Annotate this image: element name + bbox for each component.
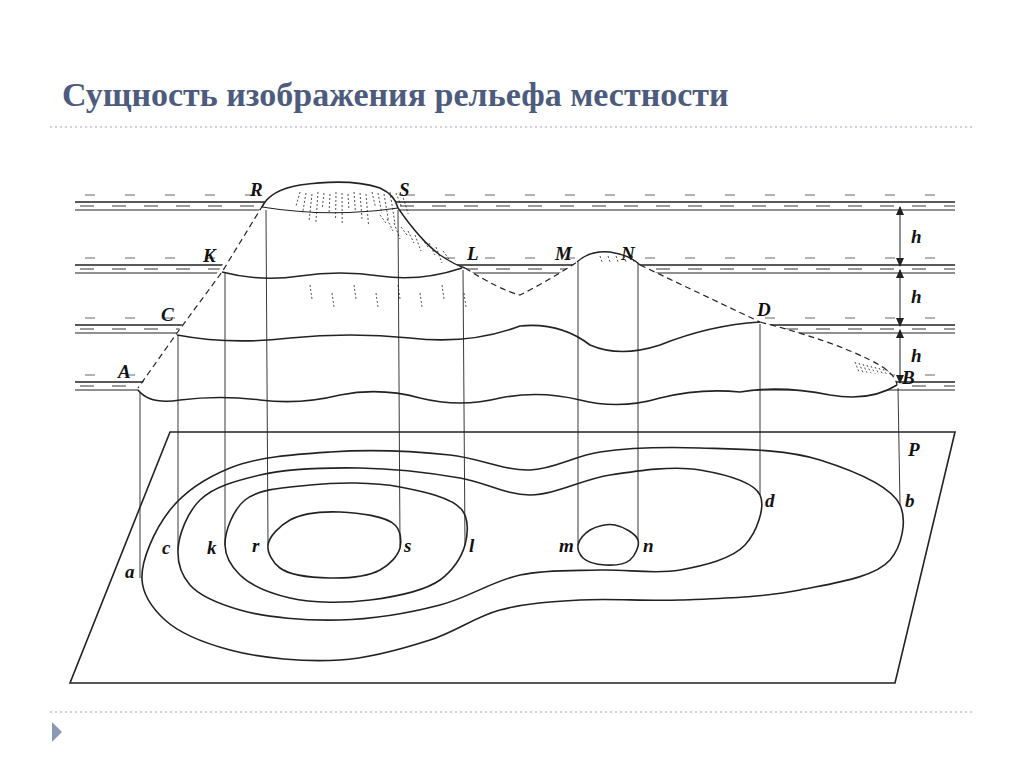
slope-hatching — [296, 192, 891, 375]
level-plane-dash — [80, 206, 955, 207]
hill-slope — [398, 208, 465, 268]
profile-line — [640, 265, 760, 322]
point-label: l — [469, 536, 474, 556]
point-label: D — [757, 300, 771, 320]
dimension-arrowhead — [896, 269, 904, 327]
hill-top-contour — [262, 207, 398, 213]
slide-title: Сущность изображения рельефа местности — [62, 76, 729, 114]
point-label: k — [207, 538, 217, 558]
point-label: m — [559, 536, 574, 556]
title-rule — [50, 127, 975, 128]
point-label: A — [118, 362, 131, 382]
height-label: h — [911, 346, 922, 366]
nav-arrow — [52, 722, 62, 742]
projection-line — [638, 263, 639, 540]
map-contour — [178, 468, 762, 620]
point-label: B — [902, 368, 915, 388]
projection-line — [463, 270, 465, 545]
point-label: R — [250, 180, 263, 200]
projection-line — [760, 324, 761, 495]
profile-line — [465, 262, 577, 295]
level-plane-line — [75, 210, 955, 211]
profile-line — [138, 205, 263, 388]
contour-section — [222, 268, 462, 278]
point-label: n — [643, 536, 654, 556]
plane-label: P — [908, 440, 920, 460]
projection-line — [578, 262, 579, 545]
profile-line — [760, 322, 897, 385]
level-plane-line — [75, 273, 955, 274]
point-label: b — [905, 491, 915, 511]
point-label: c — [162, 538, 170, 558]
footer-rule — [50, 712, 975, 713]
point-label: C — [161, 305, 174, 325]
point-label: M — [555, 244, 572, 264]
point-label: K — [203, 246, 216, 266]
map-contour — [268, 512, 401, 578]
point-label: d — [765, 491, 775, 511]
point-label: a — [125, 562, 135, 582]
point-label: N — [621, 244, 635, 264]
point-label: r — [252, 536, 259, 556]
height-label: h — [911, 287, 922, 307]
point-label: S — [399, 180, 410, 200]
contour-section — [177, 322, 760, 352]
level-plane-dash — [80, 269, 955, 270]
projection-line — [225, 272, 226, 545]
point-label: s — [404, 536, 411, 556]
hill-silhouette — [138, 182, 897, 404]
contour-section — [138, 385, 897, 405]
map-contour — [578, 525, 638, 566]
level-plane-line — [75, 201, 955, 203]
map-contour — [142, 448, 903, 661]
projection-line — [178, 336, 179, 550]
point-label: L — [467, 244, 479, 264]
dimension-arrowhead — [896, 206, 904, 267]
map-contour — [225, 483, 467, 602]
height-dimension — [900, 270, 901, 326]
projection-line — [140, 392, 141, 578]
projection-line — [266, 210, 268, 545]
level-plane-dash — [85, 195, 955, 196]
map-plane — [70, 432, 955, 683]
height-label: h — [911, 227, 922, 247]
height-dimension — [900, 207, 901, 266]
projection-line — [898, 388, 900, 505]
projection-line — [398, 210, 400, 546]
